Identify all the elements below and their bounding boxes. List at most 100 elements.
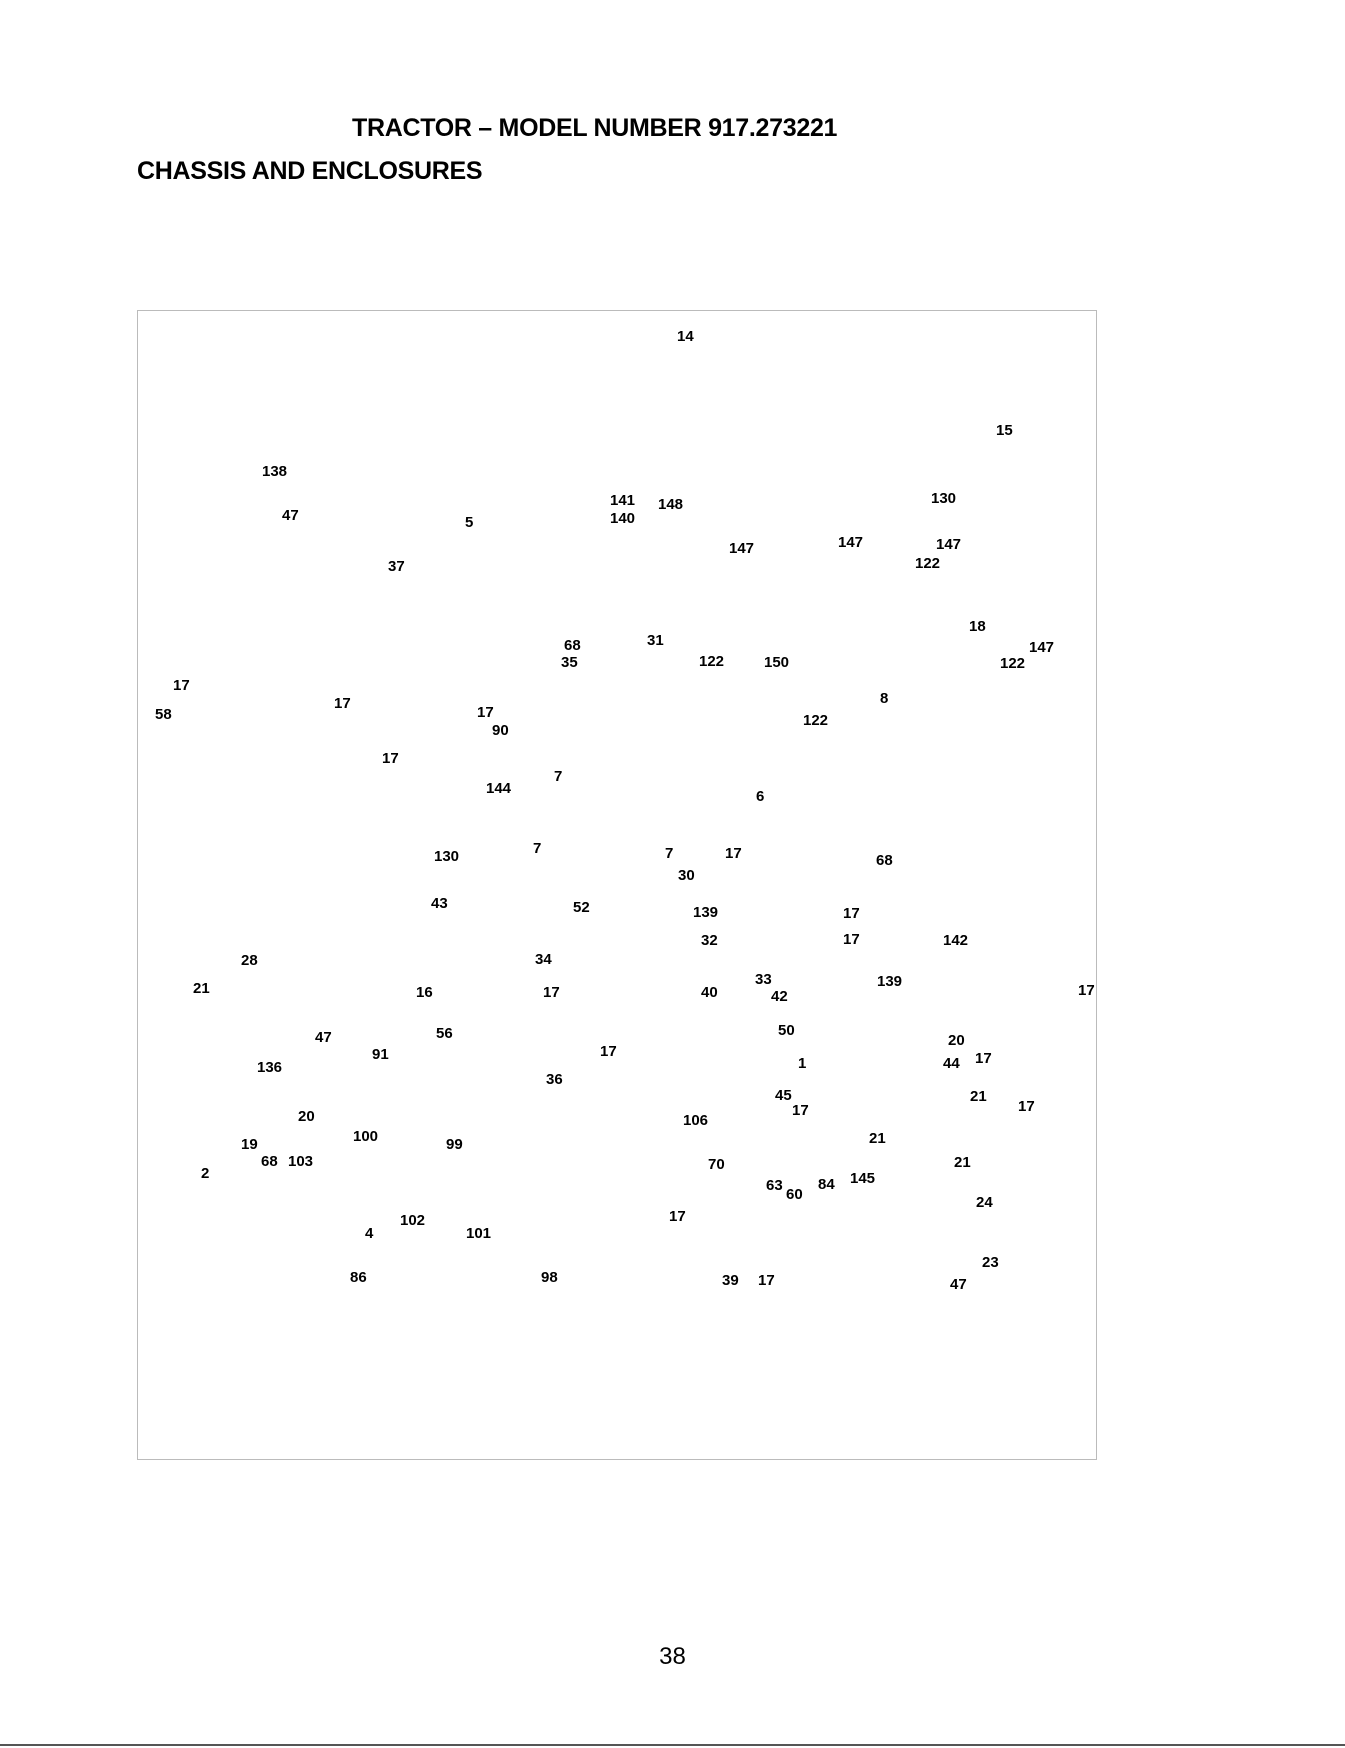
- callout-label: 17: [843, 905, 860, 922]
- callout-label: 31: [647, 632, 664, 649]
- callout-label: 17: [725, 845, 742, 862]
- callout-label: 17: [334, 695, 351, 712]
- callout-label: 68: [564, 637, 581, 654]
- callout-label: 4: [365, 1225, 374, 1242]
- callout-label: 17: [382, 750, 399, 767]
- callout-label: 68: [261, 1153, 278, 1170]
- callout-label: 70: [708, 1156, 725, 1173]
- bottom-rule: [0, 1744, 1345, 1746]
- callout-label: 28: [241, 952, 258, 969]
- callout-label: 122: [1000, 655, 1026, 672]
- callout-label: 17: [477, 704, 494, 721]
- callout-label: 45: [775, 1087, 792, 1104]
- callout-label: 144: [486, 780, 512, 797]
- callout-label: 52: [573, 899, 590, 916]
- callout-label: 102: [400, 1212, 426, 1229]
- callout-label: 42: [771, 988, 788, 1005]
- callout-label: 147: [1029, 639, 1055, 656]
- callout-label: 47: [282, 507, 299, 524]
- callout-label: 17: [543, 984, 560, 1001]
- callout-label: 33: [755, 971, 772, 988]
- callout-label: 17: [173, 677, 190, 694]
- callout-label: 139: [693, 904, 719, 921]
- callout-label: 147: [936, 536, 962, 553]
- callout-label: 21: [869, 1130, 886, 1147]
- callout-label: 17: [758, 1272, 775, 1289]
- callout-label: 60: [786, 1186, 803, 1203]
- callout-label: 68: [876, 852, 893, 869]
- callout-label: 5: [465, 514, 474, 531]
- callout-label: 44: [943, 1055, 960, 1072]
- callout-label: 16: [416, 984, 433, 1001]
- callout-label: 147: [729, 540, 755, 557]
- callout-label: 7: [554, 768, 563, 785]
- callout-label: 106: [683, 1112, 709, 1129]
- callout-label: 30: [678, 867, 695, 884]
- callout-label: 17: [600, 1043, 617, 1060]
- callout-label: 34: [535, 951, 552, 968]
- callout-label: 56: [436, 1025, 453, 1042]
- callout-label: 21: [954, 1154, 971, 1171]
- callout-label: 40: [701, 984, 718, 1001]
- callout-label: 19: [241, 1136, 258, 1153]
- callout-label: 101: [466, 1225, 492, 1242]
- callout-label: 21: [970, 1088, 987, 1105]
- callout-label: 20: [948, 1032, 965, 1049]
- callout-label: 122: [699, 653, 725, 670]
- page-number: 38: [659, 1643, 686, 1670]
- callout-label: 150: [764, 654, 790, 671]
- callout-label: 47: [315, 1029, 332, 1046]
- callout-label: 99: [446, 1136, 463, 1153]
- callout-label: 7: [533, 840, 542, 857]
- callout-label: 37: [388, 558, 405, 575]
- callout-label: 7: [665, 845, 674, 862]
- callout-label: 122: [803, 712, 829, 729]
- callout-label: 8: [880, 690, 889, 707]
- callout-label: 15: [996, 422, 1013, 439]
- callout-label: 100: [353, 1128, 379, 1145]
- callout-label: 17: [792, 1102, 809, 1119]
- callout-label: 147: [838, 534, 864, 551]
- callout-label: 141: [610, 492, 636, 509]
- callout-label: 86: [350, 1269, 367, 1286]
- callout-label: 98: [541, 1269, 558, 1286]
- callout-label: 2: [201, 1165, 210, 1182]
- callout-label: 140: [610, 510, 636, 527]
- callout-label: 20: [298, 1108, 315, 1125]
- callout-label: 18: [969, 618, 986, 635]
- callout-label: 130: [434, 848, 460, 865]
- callout-label: 6: [756, 788, 765, 805]
- callout-label: 36: [546, 1071, 563, 1088]
- callout-label: 90: [492, 722, 509, 739]
- callout-label: 63: [766, 1177, 783, 1194]
- callout-label: 21: [193, 980, 210, 997]
- callout-label: 122: [915, 555, 941, 572]
- callout-label: 17: [1018, 1098, 1035, 1115]
- callout-label: 145: [850, 1170, 876, 1187]
- callout-label: 84: [818, 1176, 835, 1193]
- callout-label: 43: [431, 895, 448, 912]
- callout-label: 142: [943, 932, 969, 949]
- callout-label: 103: [288, 1153, 314, 1170]
- callout-label: 17: [669, 1208, 686, 1225]
- callout-label: 1: [798, 1055, 807, 1072]
- callout-label: 136: [257, 1059, 283, 1076]
- callout-label: 17: [843, 931, 860, 948]
- callout-label: 91: [372, 1046, 389, 1063]
- callout-label: 17: [1078, 982, 1095, 999]
- callout-label: 50: [778, 1022, 795, 1039]
- callout-label: 23: [982, 1254, 999, 1271]
- callout-label: 139: [877, 973, 903, 990]
- page-title: TRACTOR – MODEL NUMBER 917.273221: [352, 114, 838, 142]
- callout-label: 138: [262, 463, 288, 480]
- callout-label: 14: [677, 328, 694, 345]
- section-title: CHASSIS AND ENCLOSURES: [137, 157, 483, 185]
- callout-label: 130: [931, 490, 957, 507]
- callout-label: 17: [975, 1050, 992, 1067]
- callout-label: 47: [950, 1276, 967, 1293]
- callout-label: 24: [976, 1194, 993, 1211]
- callout-label: 32: [701, 932, 718, 949]
- exploded-parts-diagram: 138 47 37 17 58 17 5 141 140 14 148 15 1…: [137, 310, 1097, 1460]
- callout-label: 148: [658, 496, 684, 513]
- callout-label: 39: [722, 1272, 739, 1289]
